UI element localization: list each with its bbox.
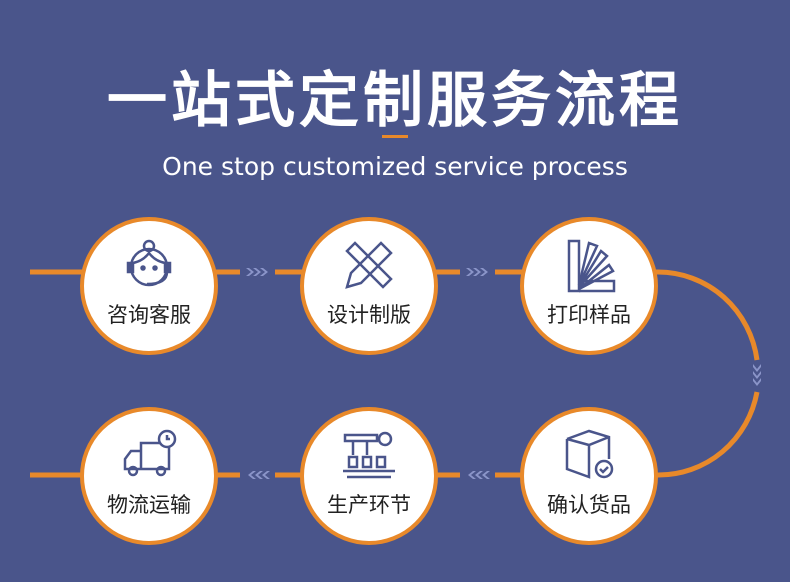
package-check-icon [565,429,614,479]
step-label: 物流运输 [107,493,191,517]
step-label: 确认货品 [547,493,631,517]
color-swatch-icon [567,239,616,293]
page-subtitle: One stop customized service process [162,152,628,181]
design-pencil-ruler-icon [345,241,393,289]
step-sample: 打印样品 [520,217,658,355]
customer-service-icon [126,239,172,287]
step-production: 生产环节 [300,407,438,545]
step-consult: 咨询客服 [80,217,218,355]
title-divider [382,135,408,138]
chevron-arrows-icon [246,268,761,479]
step-label: 咨询客服 [107,303,191,327]
step-logistics: 物流运输 [80,407,218,545]
page-title: 一站式定制服务流程 [107,66,683,136]
step-label: 生产环节 [327,493,411,517]
production-line-icon [343,431,395,479]
delivery-truck-icon [123,429,177,477]
step-confirm: 确认货品 [520,407,658,545]
step-label: 打印样品 [547,303,631,327]
step-label: 设计制版 [327,303,411,327]
step-design: 设计制版 [300,217,438,355]
